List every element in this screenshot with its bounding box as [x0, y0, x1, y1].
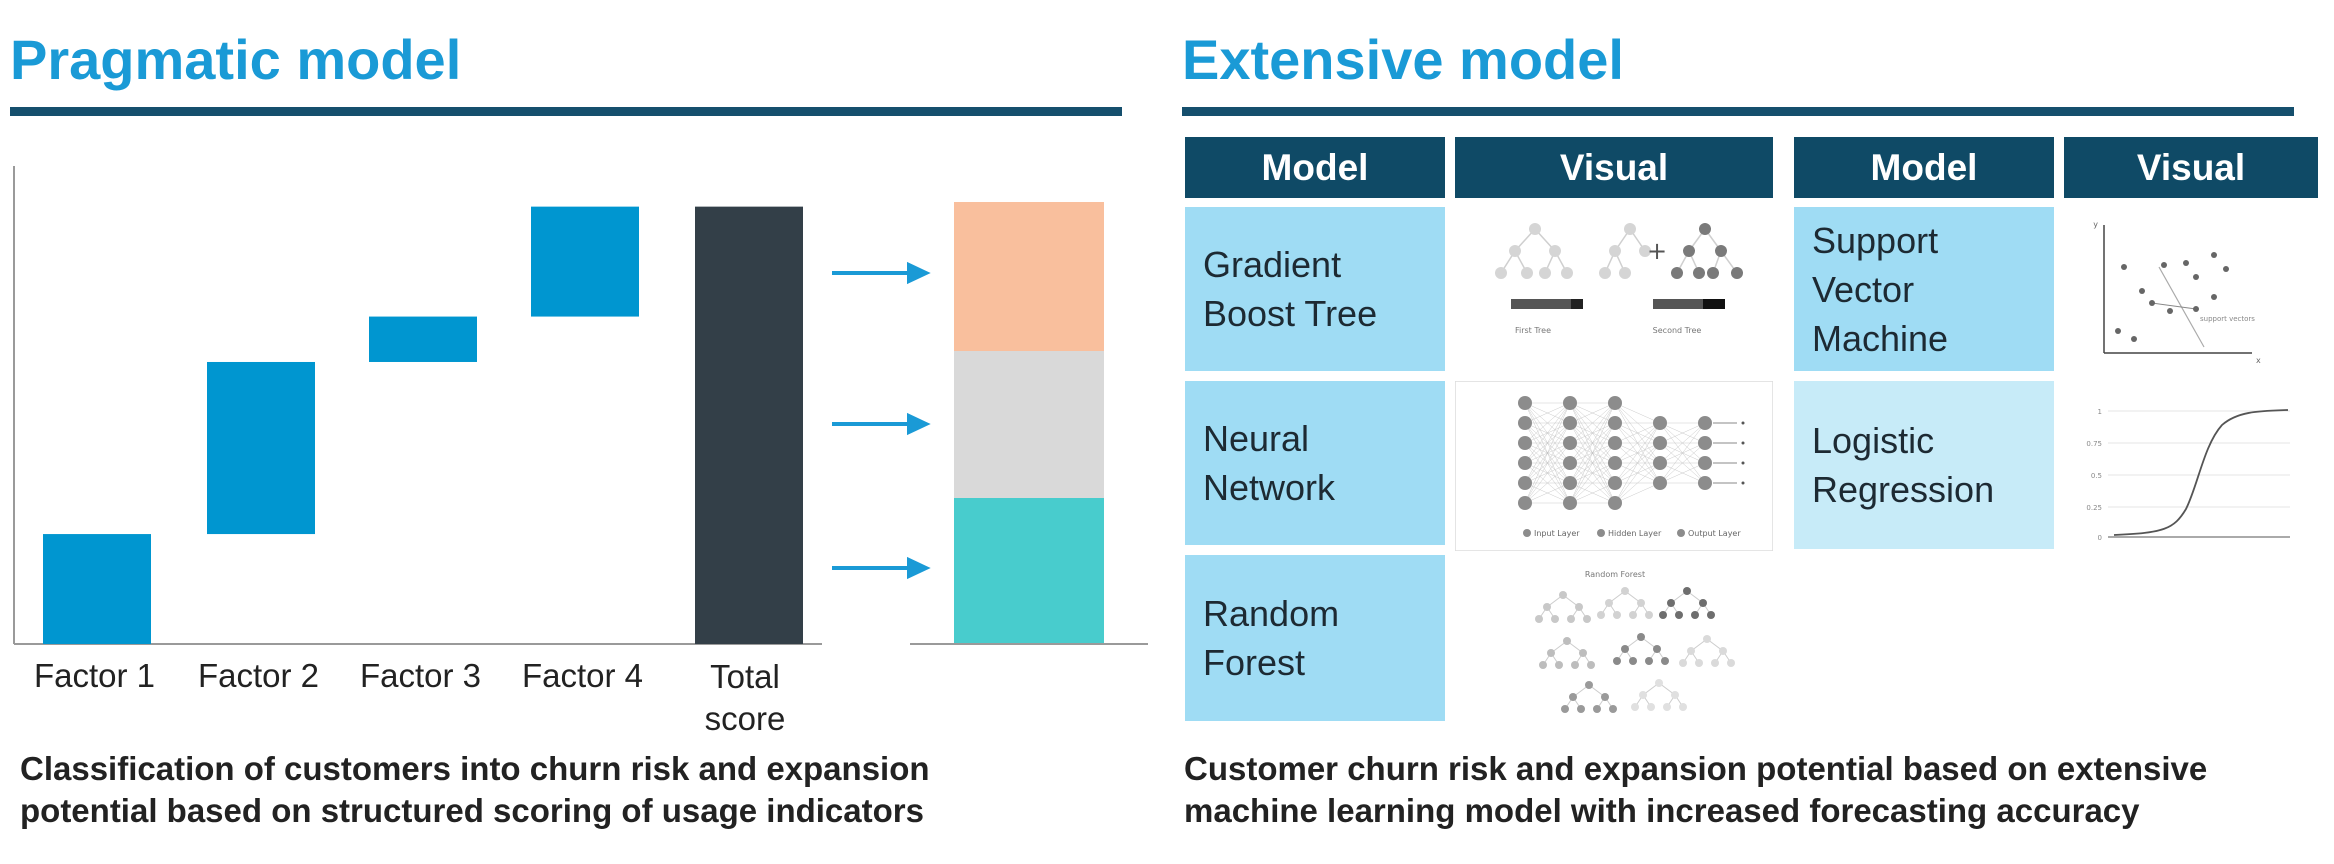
- nn-node-0-2: [1518, 436, 1532, 450]
- pragmatic-caption-line-2: potential based on structured scoring of…: [20, 792, 924, 829]
- nn-node-2-1: [1608, 416, 1622, 430]
- arrow-low-head: [907, 556, 931, 580]
- nn-node-4-3: [1698, 476, 1712, 490]
- waterfall-chart: [13, 166, 1148, 645]
- lr-ytick-05: 0.5: [2091, 472, 2102, 480]
- model-cell-support-vector-machine: Support Vector Machine: [1794, 207, 2054, 371]
- nn-node-1-4: [1563, 476, 1577, 490]
- extensive-model-title: Extensive model: [1182, 28, 1624, 91]
- model-name-line-1: Neural: [1203, 418, 1310, 459]
- waterfall-bar-1: [43, 534, 151, 644]
- waterfall-bar-2: [207, 361, 315, 535]
- nn-node-0-3: [1518, 456, 1532, 470]
- nn-node-1-3: [1563, 456, 1577, 470]
- model-name-line-1: Support: [1812, 219, 1939, 261]
- model-name-line-2: Boost Tree: [1203, 293, 1378, 334]
- nn-legend-hidden: Hidden Layer: [1608, 529, 1662, 538]
- nn-node-3-0: [1653, 416, 1667, 430]
- svg-text:+: +: [1647, 237, 1667, 265]
- pragmatic-model-title: Pragmatic model: [10, 28, 462, 91]
- first-tree-label: First Tree: [1515, 326, 1551, 335]
- logistic-regression-thumbnail: 1 0.75 0.5 0.25 0: [2086, 408, 2290, 542]
- x-label-factor-3: Factor 3: [359, 657, 482, 694]
- model-name-line-1: Gradient: [1203, 244, 1342, 285]
- extensive-caption-line-1: Customer churn risk and expansion potent…: [1184, 750, 2208, 787]
- nn-node-0-0: [1518, 396, 1532, 410]
- nn-node-1-1: [1563, 416, 1577, 430]
- model-cell-neural-network: Neural Network: [1185, 381, 1445, 545]
- nn-node-4-0: [1698, 416, 1712, 430]
- nn-node-2-5: [1608, 496, 1622, 510]
- waterfall-bar-5: [695, 206, 803, 644]
- x-label-total-score: Total score: [704, 658, 786, 737]
- nn-node-1-5: [1563, 496, 1577, 510]
- model-cell-gradient-boost-tree: Gradient Boost Tree: [1185, 207, 1445, 371]
- pragmatic-title-rule: [10, 107, 1122, 116]
- x-label-factor-2: Factor 2: [197, 657, 320, 694]
- header-model-right: Model: [1794, 137, 2054, 198]
- random-forest-heading: Random Forest: [1585, 570, 1645, 579]
- score-band-low: [954, 498, 1104, 644]
- lr-ytick-075: 0.75: [2086, 440, 2102, 448]
- nn-node-0-5: [1518, 496, 1532, 510]
- nn-node-0-4: [1518, 476, 1532, 490]
- nn-node-3-3: [1653, 476, 1667, 490]
- support-vector-machine-thumbnail: y x support vectors: [2093, 220, 2261, 365]
- x-label-factor-1: Factor 1: [33, 657, 156, 694]
- nn-legend-output: Output Layer: [1688, 529, 1741, 538]
- model-name-line-2: Network: [1203, 467, 1336, 508]
- arrow-high-head: [907, 261, 931, 285]
- x-label-factor-4: Factor 4: [521, 657, 644, 694]
- nn-node-1-2: [1563, 436, 1577, 450]
- nn-node-3-2: [1653, 456, 1667, 470]
- extensive-title-rule: [1182, 107, 2294, 116]
- score-band-medium: [954, 351, 1104, 498]
- gradient-boost-tree-thumbnail: + First Tree Second Tree: [1495, 223, 1743, 335]
- model-cell-random-forest: Random Forest: [1185, 555, 1445, 721]
- svm-annotation: support vectors: [2200, 315, 2255, 323]
- score-band-high: [954, 202, 1104, 351]
- model-name-line-1: Random: [1203, 593, 1340, 634]
- nn-legend-input: Input Layer: [1534, 529, 1580, 538]
- second-tree-label: Second Tree: [1653, 326, 1702, 335]
- pragmatic-caption-line-1: Classification of customers into churn r…: [20, 750, 930, 787]
- nn-node-2-0: [1608, 396, 1622, 410]
- nn-node-2-4: [1608, 476, 1622, 490]
- svm-x-axis-label: x: [2256, 356, 2261, 365]
- nn-node-0-1: [1518, 416, 1532, 430]
- header-model-left: Model: [1185, 137, 1445, 198]
- nn-node-2-2: [1608, 436, 1622, 450]
- nn-node-4-1: [1698, 436, 1712, 450]
- header-visual-right: Visual: [2064, 137, 2318, 198]
- nn-node-3-1: [1653, 436, 1667, 450]
- nn-node-1-0: [1563, 396, 1577, 410]
- model-name-line-2: Forest: [1203, 642, 1306, 683]
- model-name-line-1: Logistic: [1812, 420, 1935, 461]
- arrow-medium-head: [907, 412, 931, 436]
- nn-node-4-2: [1698, 456, 1712, 470]
- random-forest-thumbnail: Random Forest: [1535, 570, 1735, 713]
- waterfall-bar-3: [369, 316, 477, 362]
- model-cell-logistic-regression: Logistic Regression: [1794, 381, 2054, 549]
- lr-ytick-025: 0.25: [2086, 504, 2102, 512]
- model-name-line-2: Regression: [1812, 469, 1995, 510]
- extensive-caption-line-2: machine learning model with increased fo…: [1184, 792, 2140, 829]
- lr-ytick-1: 1: [2098, 408, 2102, 416]
- nn-node-2-3: [1608, 456, 1622, 470]
- svm-y-axis-label: y: [2093, 220, 2098, 229]
- waterfall-bar-4: [531, 206, 639, 317]
- model-name-line-2: Vector: [1812, 268, 1915, 310]
- model-name-line-3: Machine: [1812, 317, 1949, 359]
- header-visual-left: Visual: [1455, 137, 1773, 198]
- lr-ytick-0: 0: [2098, 534, 2102, 542]
- neural-network-thumbnail: Input Layer Hidden Layer Output Layer: [1455, 381, 1773, 551]
